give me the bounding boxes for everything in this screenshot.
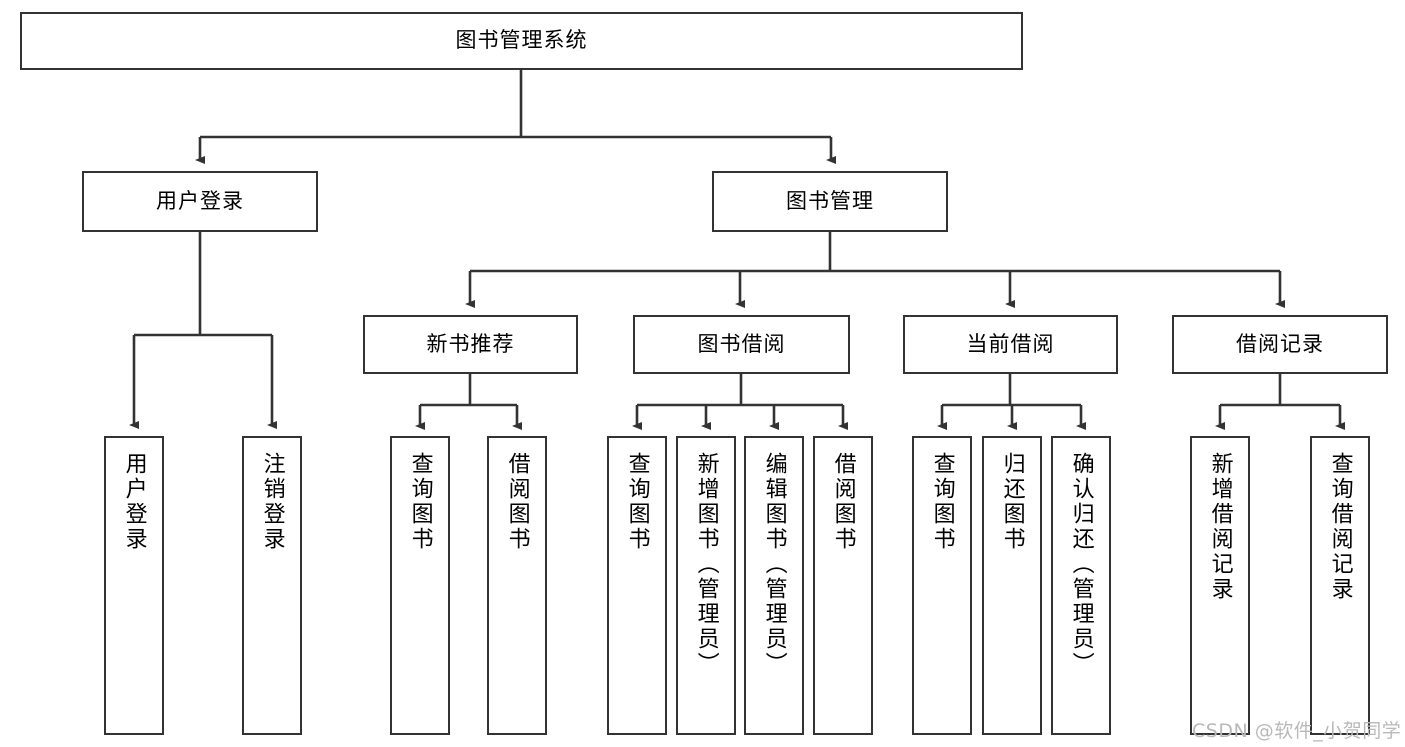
node-leaf-query-borrow-record[interactable]: 查询借阅记录 xyxy=(1310,436,1370,735)
node-leaf-query-book-borrow-label: 查询图书 xyxy=(624,452,650,552)
node-root-label: 图书管理系统 xyxy=(455,28,588,53)
node-leaf-return-book-label: 归还图书 xyxy=(999,452,1025,552)
node-leaf-user-login-label: 用户登录 xyxy=(121,452,147,552)
node-leaf-return-book[interactable]: 归还图书 xyxy=(982,436,1042,735)
node-leaf-borrow-book[interactable]: 借阅图书 xyxy=(813,436,873,735)
node-leaf-query-borrow-record-label: 查询借阅记录 xyxy=(1327,452,1353,602)
node-leaf-edit-book-admin[interactable]: 编辑图书（管理员） xyxy=(744,436,804,735)
node-leaf-query-book-borrow[interactable]: 查询图书 xyxy=(607,436,667,735)
csdn-watermark: CSDN @软件_小贺同学 xyxy=(1192,720,1402,742)
node-leaf-borrow-book-recommend[interactable]: 借阅图书 xyxy=(487,436,547,735)
node-leaf-query-book-recommend-label: 查询图书 xyxy=(407,452,433,552)
node-leaf-query-book-current-label: 查询图书 xyxy=(929,452,955,552)
node-leaf-logout-label: 注销登录 xyxy=(259,452,285,552)
node-leaf-logout[interactable]: 注销登录 xyxy=(242,436,302,735)
node-level2-user-login[interactable]: 用户登录 xyxy=(82,171,318,232)
node-leaf-query-book-current[interactable]: 查询图书 xyxy=(912,436,972,735)
node-level3-new-book-recommend[interactable]: 新书推荐 xyxy=(363,315,578,374)
node-leaf-borrow-book-label: 借阅图书 xyxy=(830,452,856,552)
node-level2-user-login-label: 用户登录 xyxy=(156,188,244,213)
node-root[interactable]: 图书管理系统 xyxy=(20,12,1023,70)
node-leaf-add-book-admin-label: 新增图书（管理员） xyxy=(693,452,719,677)
node-leaf-confirm-return-admin-label: 确认归还（管理员） xyxy=(1068,452,1094,677)
node-leaf-add-borrow-record-label: 新增借阅记录 xyxy=(1207,452,1233,602)
node-leaf-add-book-admin[interactable]: 新增图书（管理员） xyxy=(676,436,736,735)
node-leaf-user-login[interactable]: 用户登录 xyxy=(104,436,164,735)
node-leaf-borrow-book-recommend-label: 借阅图书 xyxy=(504,452,530,552)
node-level3-book-borrow[interactable]: 图书借阅 xyxy=(633,315,850,374)
node-leaf-query-book-recommend[interactable]: 查询图书 xyxy=(390,436,450,735)
node-level3-current-borrow[interactable]: 当前借阅 xyxy=(903,315,1118,374)
node-level3-current-borrow-label: 当前借阅 xyxy=(966,331,1055,356)
node-level3-book-borrow-label: 图书借阅 xyxy=(697,331,786,356)
node-leaf-add-borrow-record[interactable]: 新增借阅记录 xyxy=(1190,436,1250,735)
node-level3-borrow-record-label: 借阅记录 xyxy=(1236,331,1324,356)
node-level2-book-management[interactable]: 图书管理 xyxy=(712,171,948,232)
node-leaf-edit-book-admin-label: 编辑图书（管理员） xyxy=(761,452,787,677)
node-leaf-confirm-return-admin[interactable]: 确认归还（管理员） xyxy=(1051,436,1111,735)
node-level3-new-book-recommend-label: 新书推荐 xyxy=(426,331,515,356)
node-level3-borrow-record[interactable]: 借阅记录 xyxy=(1172,315,1388,374)
node-level2-book-management-label: 图书管理 xyxy=(786,188,874,213)
